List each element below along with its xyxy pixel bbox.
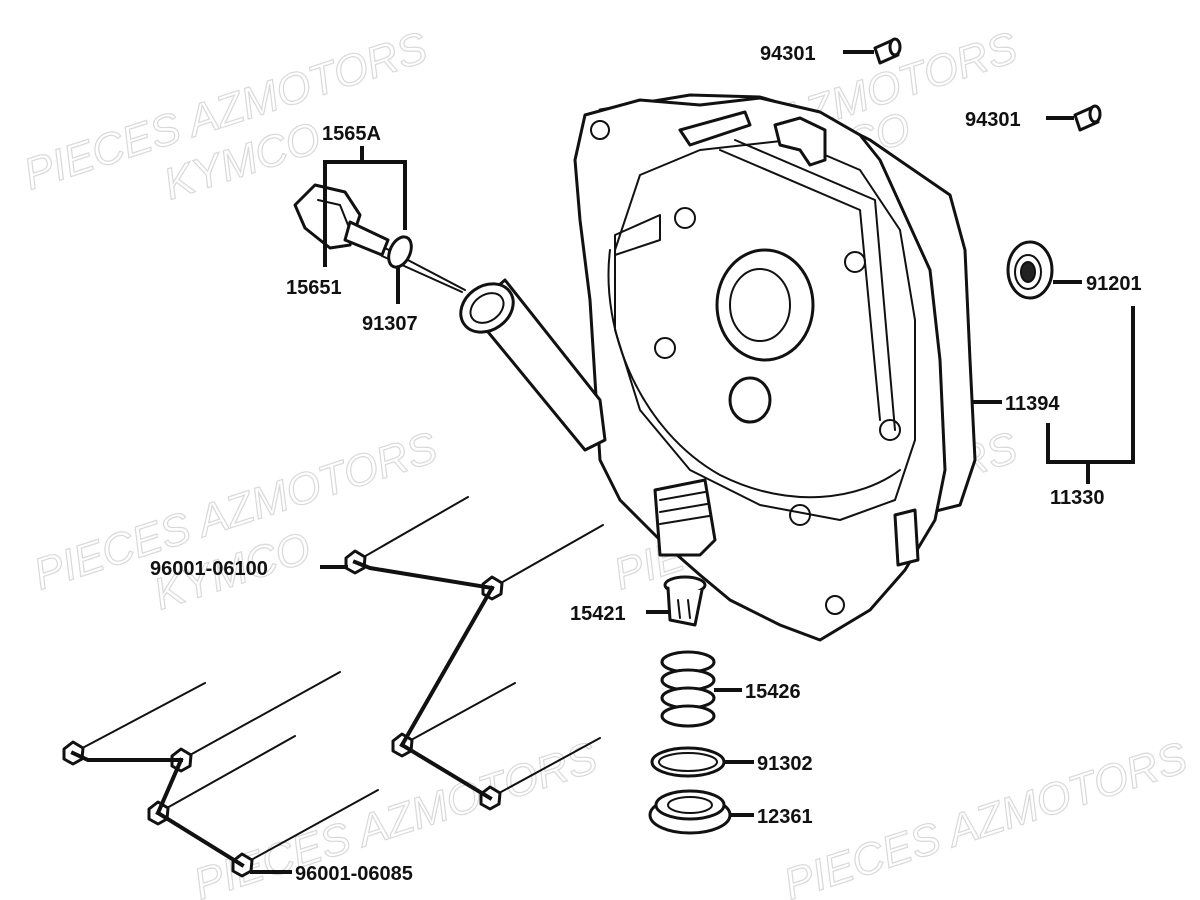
cover-top-slot [678, 110, 752, 147]
bolt-shaft [180, 671, 341, 761]
label-94301-a: 94301 [760, 43, 816, 65]
oil-dipstick-15651 [293, 183, 466, 293]
oil-seal-inner [1014, 254, 1042, 290]
bolt-shaft [157, 735, 296, 814]
bolt-group-line [399, 585, 495, 748]
cover-bolt-hole [590, 120, 610, 140]
strainer-mesh [677, 599, 691, 619]
cover-rib [734, 139, 896, 431]
label-91302: 91302 [757, 753, 813, 775]
dowel-pin-end [1088, 104, 1102, 124]
callout-labels: 94301 94301 1565A 15651 91307 91201 1139… [150, 43, 1142, 885]
cover-bearing-boss [715, 248, 815, 362]
cover-rib [614, 214, 661, 256]
bolt-group-line [399, 742, 493, 801]
cover-side-connector [893, 508, 920, 567]
bolt-shaft [401, 682, 516, 746]
bolt-group-line [155, 810, 245, 868]
dowel-pin-94301 [873, 37, 1102, 132]
bolt-shaft [354, 496, 469, 563]
label-1565A: 1565A [322, 123, 381, 145]
oil-seal-lip [1020, 261, 1036, 283]
oil-strainer-15421 [663, 575, 707, 627]
cover-top-bracket [773, 116, 827, 167]
leader-lines [250, 50, 1135, 874]
label-15651: 15651 [286, 277, 342, 299]
label-15421: 15421 [570, 603, 626, 625]
drain-cap-bore [667, 796, 713, 814]
label-12361: 12361 [757, 806, 813, 828]
dowel-pin-end [888, 37, 902, 57]
cover-drain-thread [659, 491, 710, 525]
strainer-body [666, 586, 704, 627]
label-96001-06085: 96001-06085 [295, 863, 413, 885]
o-ring-91307 [387, 235, 413, 269]
label-91201: 91201 [1086, 273, 1142, 295]
spring-coil [660, 704, 716, 728]
cover-bolt-hole [674, 207, 696, 229]
label-94301-b: 94301 [965, 109, 1021, 131]
label-91307: 91307 [362, 313, 418, 335]
bolt-shaft [241, 789, 379, 866]
crankcase-cover-11394 [459, 93, 977, 642]
o-ring-91302-inner [658, 752, 718, 772]
bolt-group-line [70, 750, 183, 762]
label-11394: 11394 [1005, 393, 1060, 415]
spring-15426 [660, 650, 716, 728]
cover-bolt-hole [789, 504, 811, 526]
watermark-text: PIECES AZMOTORS [778, 733, 1193, 900]
bracket-11330 [1046, 306, 1135, 464]
oil-seal-91201 [1006, 240, 1054, 300]
cover-bolt-hole [879, 419, 901, 441]
cover-lower-boss [728, 376, 772, 424]
label-96001-06100: 96001-06100 [150, 558, 268, 580]
cover-bolt-hole [654, 337, 676, 359]
cover-bolt-hole [825, 595, 845, 615]
bolt-group-line [352, 559, 495, 591]
bolt-group-96001-06100 [344, 496, 604, 811]
bolt-shaft [72, 682, 206, 754]
bolt-shaft [491, 524, 604, 589]
label-15426: 15426 [745, 681, 801, 703]
cover-seal-groove [607, 249, 901, 499]
cover-bearing-bore [729, 268, 791, 342]
cover-bolt-hole [844, 251, 866, 273]
label-11330: 11330 [1050, 487, 1105, 509]
dipstick-thread [343, 220, 390, 257]
drain-cap-top [654, 789, 726, 821]
cover-oil-filler-bore [469, 292, 505, 324]
drain-cap-12361 [648, 789, 732, 835]
bolt-group-96001-06085 [62, 671, 379, 878]
bolt-group-line [155, 757, 184, 816]
cover-rib [719, 149, 881, 421]
bracket-1565A [323, 160, 407, 230]
bolt-shaft [489, 737, 601, 799]
